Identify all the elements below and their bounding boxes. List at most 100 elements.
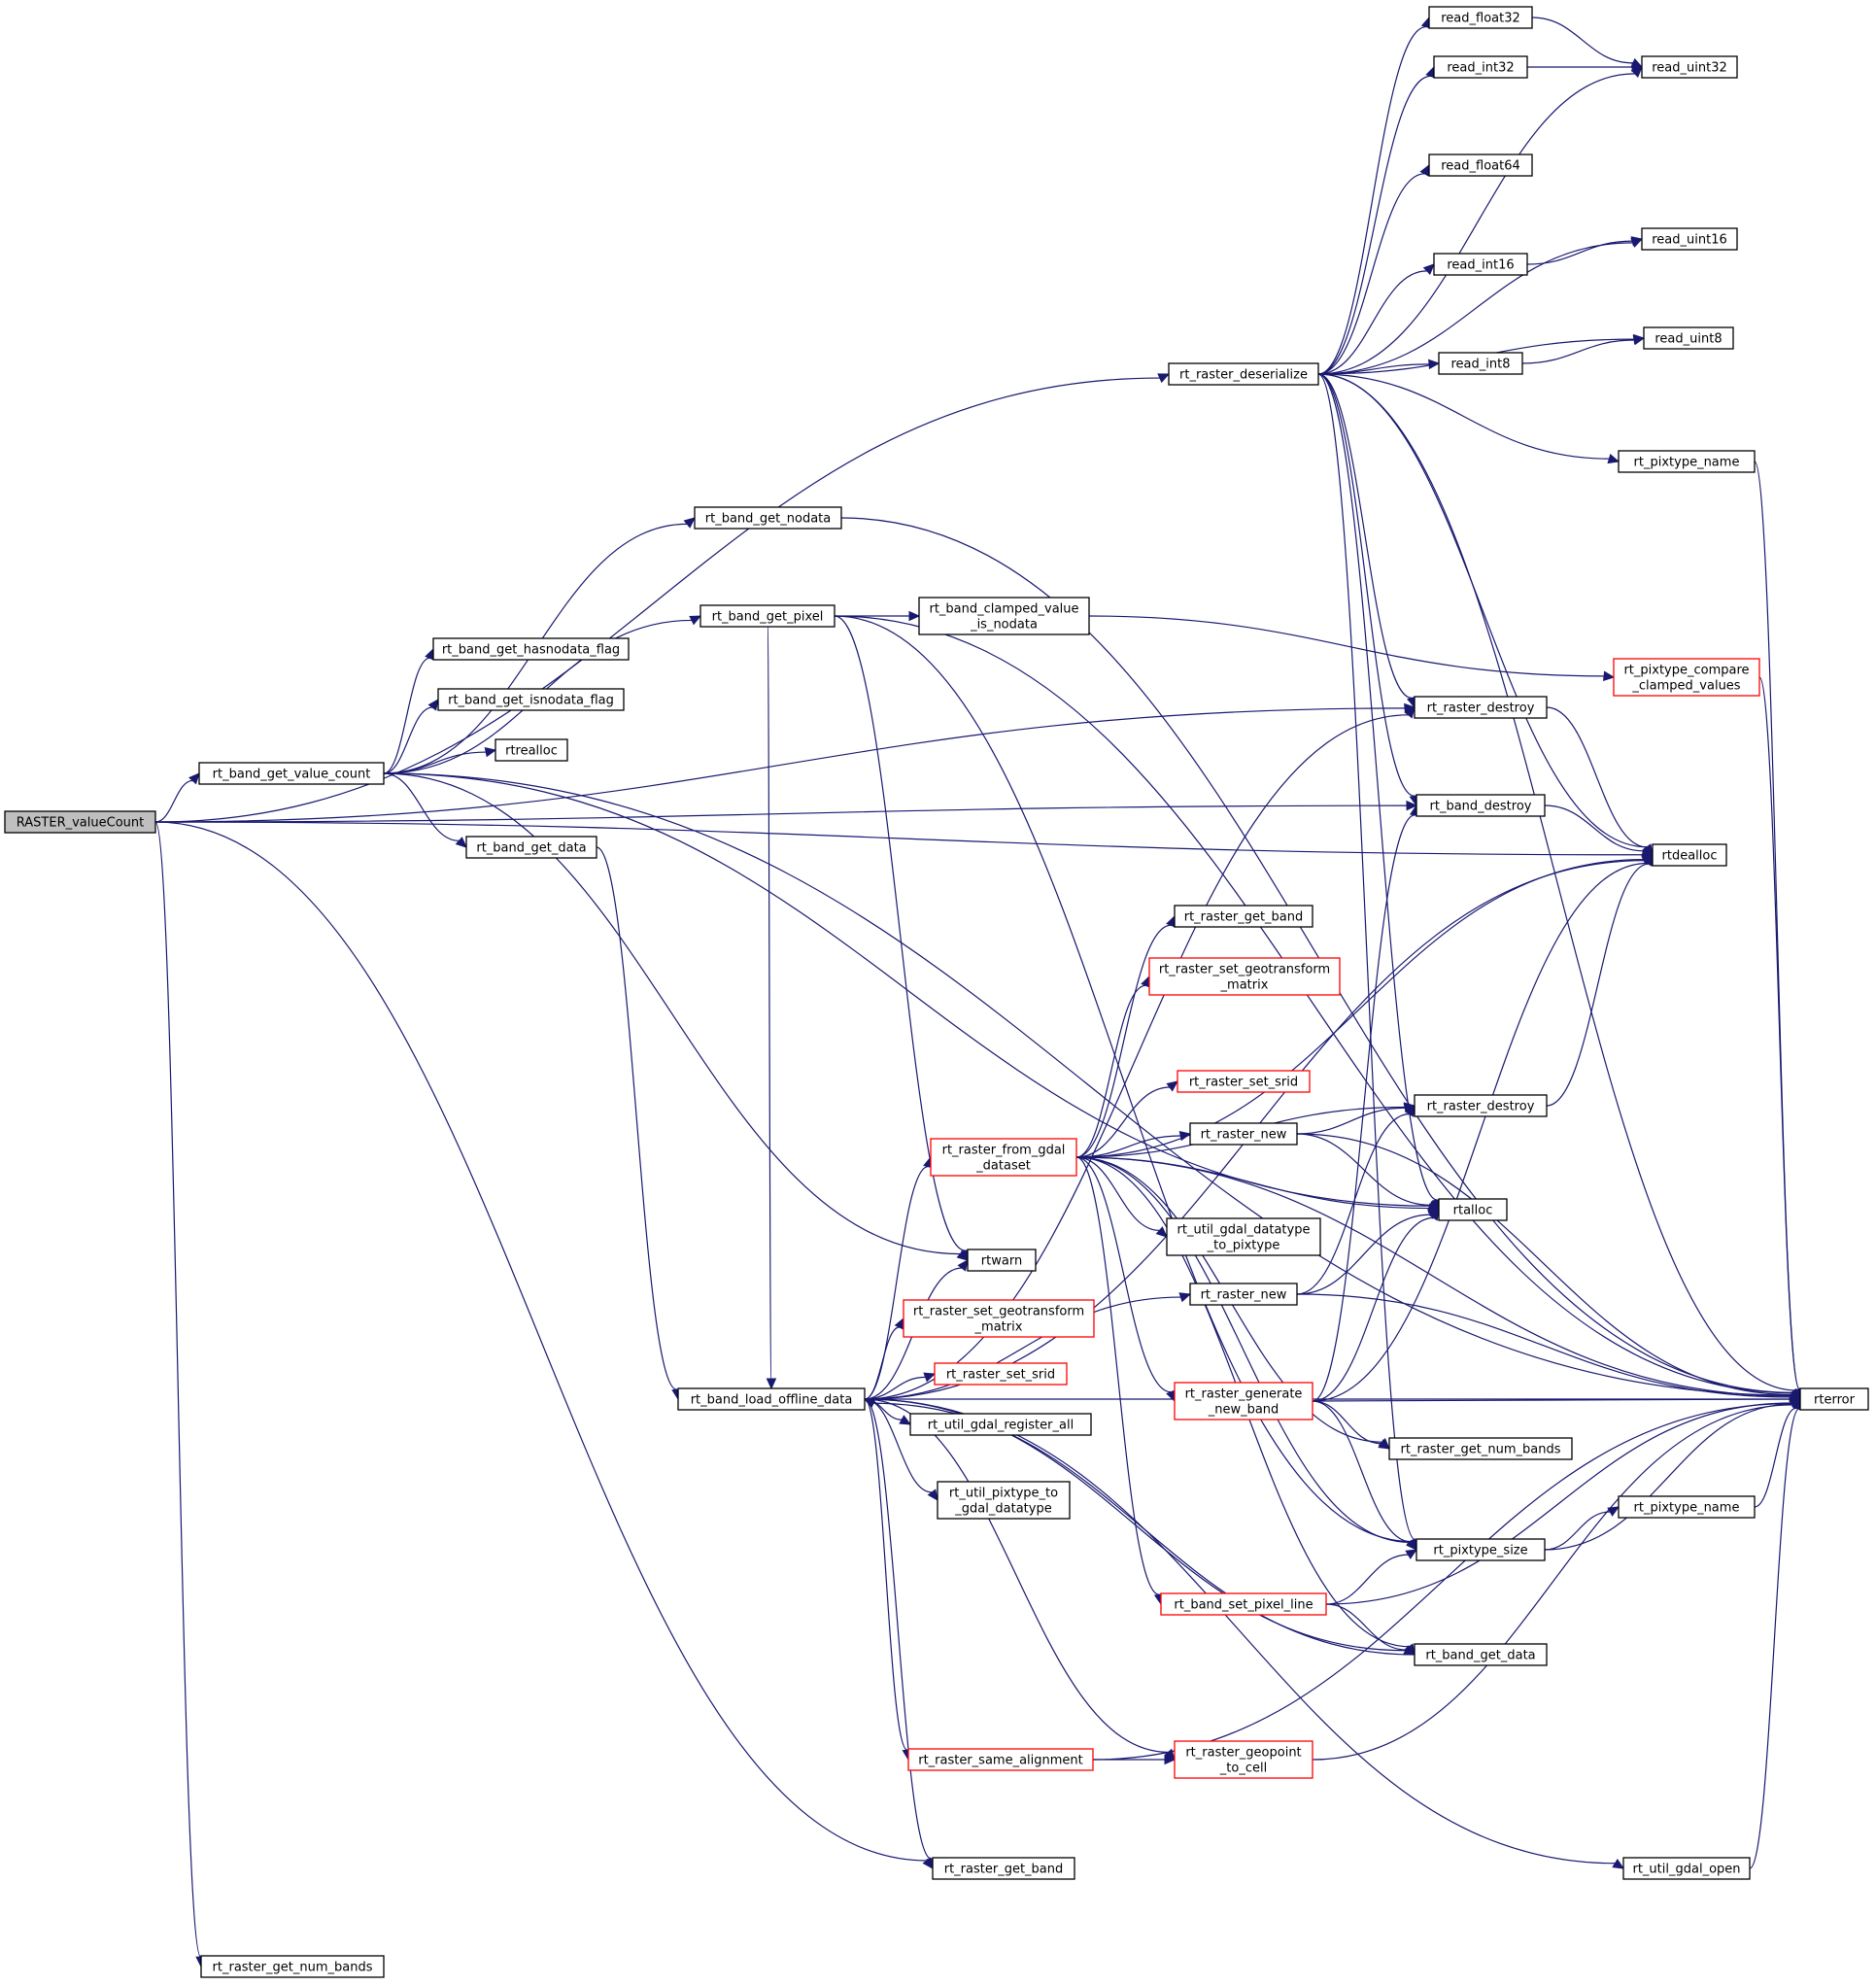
node-box[interactable] bbox=[1148, 957, 1341, 996]
node-rt_raster_get_num_bands_2[interactable]: rt_raster_get_num_bands bbox=[1388, 1437, 1573, 1460]
node-rt_band_get_isnodata_flag[interactable]: rt_band_get_isnodata_flag bbox=[437, 688, 625, 711]
node-box[interactable] bbox=[967, 1249, 1037, 1272]
node-box[interactable] bbox=[699, 604, 836, 628]
node-rt_raster_set_srid_1[interactable]: rt_raster_set_srid bbox=[1177, 1070, 1311, 1093]
node-rt_raster_get_num_bands_1[interactable]: rt_raster_get_num_bands bbox=[200, 1955, 385, 1978]
node-rt_pixtype_name_2[interactable]: rt_pixtype_name bbox=[1618, 1495, 1756, 1519]
node-box[interactable] bbox=[1641, 55, 1738, 79]
node-box[interactable] bbox=[907, 1748, 1094, 1771]
node-box[interactable] bbox=[1438, 352, 1523, 375]
node-box[interactable] bbox=[200, 1955, 385, 1978]
node-rt_band_get_hasnodata_flag[interactable]: rt_band_get_hasnodata_flag bbox=[432, 637, 630, 661]
node-read_float64[interactable]: read_float64 bbox=[1428, 154, 1533, 177]
node-box[interactable] bbox=[1433, 55, 1528, 79]
node-rt_raster_destroy_2[interactable]: rt_raster_destroy bbox=[1414, 1094, 1548, 1117]
node-box[interactable] bbox=[1622, 1857, 1751, 1880]
node-box[interactable] bbox=[1652, 843, 1727, 867]
node-box[interactable] bbox=[4, 810, 156, 834]
node-box[interactable] bbox=[465, 836, 597, 859]
node-rt_band_clamped_value_is_nodata[interactable]: rt_band_clamped_value_is_nodata bbox=[918, 597, 1090, 635]
node-box[interactable] bbox=[1189, 1122, 1298, 1146]
node-rterror[interactable]: rterror bbox=[1799, 1387, 1869, 1411]
node-rt_band_get_value_count[interactable]: rt_band_get_value_count bbox=[198, 762, 385, 785]
node-read_uint8[interactable]: read_uint8 bbox=[1643, 326, 1734, 350]
node-box[interactable] bbox=[918, 597, 1090, 635]
node-box[interactable] bbox=[1414, 696, 1548, 719]
node-rt_raster_deserialize[interactable]: rt_raster_deserialize bbox=[1168, 362, 1319, 386]
node-box[interactable] bbox=[1416, 794, 1546, 817]
node-read_float32[interactable]: read_float32 bbox=[1428, 6, 1533, 29]
node-box[interactable] bbox=[1433, 253, 1528, 276]
node-rt_raster_generate_new_band[interactable]: rt_raster_generate_new_band bbox=[1174, 1382, 1313, 1420]
node-rt_band_get_data_2[interactable]: rt_band_get_data bbox=[1414, 1643, 1548, 1666]
node-rt_raster_destroy_1[interactable]: rt_raster_destroy bbox=[1414, 696, 1548, 719]
node-rt_band_set_pixel_line[interactable]: rt_band_set_pixel_line bbox=[1160, 1592, 1327, 1616]
node-box[interactable] bbox=[1174, 905, 1313, 928]
node-box[interactable] bbox=[934, 1362, 1068, 1386]
node-rt_band_get_nodata[interactable]: rt_band_get_nodata bbox=[694, 506, 842, 530]
node-rt_util_gdal_register_all[interactable]: rt_util_gdal_register_all bbox=[909, 1413, 1092, 1436]
node-rt_raster_set_geotransform_matrix_2[interactable]: rt_raster_set_geotransform_matrix bbox=[903, 1299, 1095, 1338]
node-raster_valuecount[interactable]: RASTER_valueCount bbox=[4, 810, 156, 834]
node-rt_band_load_offline_data[interactable]: rt_band_load_offline_data bbox=[677, 1387, 866, 1411]
node-rt_util_pixtype_to_gdal_datatype[interactable]: rt_util_pixtype_to_gdal_datatype bbox=[937, 1481, 1071, 1520]
node-rt_raster_get_band_1[interactable]: rt_raster_get_band bbox=[1174, 905, 1313, 928]
node-rtrealloc[interactable]: rtrealloc bbox=[495, 738, 568, 762]
node-read_int32[interactable]: read_int32 bbox=[1433, 55, 1528, 79]
node-rt_raster_set_geotransform_matrix_1[interactable]: rt_raster_set_geotransform_matrix bbox=[1148, 957, 1341, 996]
node-rt_raster_set_srid_2[interactable]: rt_raster_set_srid bbox=[934, 1362, 1068, 1386]
node-rt_band_destroy[interactable]: rt_band_destroy bbox=[1416, 794, 1546, 817]
node-box[interactable] bbox=[1428, 6, 1533, 29]
node-box[interactable] bbox=[1641, 227, 1738, 251]
node-rt_raster_get_band_2[interactable]: rt_raster_get_band bbox=[932, 1857, 1075, 1880]
node-rt_raster_from_gdal_dataset[interactable]: rt_raster_from_gdal_dataset bbox=[930, 1138, 1077, 1177]
node-box[interactable] bbox=[1189, 1283, 1298, 1306]
node-box[interactable] bbox=[694, 506, 842, 530]
node-box[interactable] bbox=[1168, 362, 1319, 386]
node-box[interactable] bbox=[437, 688, 625, 711]
node-rt_band_get_pixel[interactable]: rt_band_get_pixel bbox=[699, 604, 836, 628]
node-rt_pixtype_name_1[interactable]: rt_pixtype_name bbox=[1618, 450, 1756, 473]
node-box[interactable] bbox=[1388, 1437, 1573, 1460]
node-box[interactable] bbox=[903, 1299, 1095, 1338]
node-rt_band_get_data_1[interactable]: rt_band_get_data bbox=[465, 836, 597, 859]
node-rt_raster_new_1[interactable]: rt_raster_new bbox=[1189, 1122, 1298, 1146]
node-box[interactable] bbox=[909, 1413, 1092, 1436]
node-read_uint16[interactable]: read_uint16 bbox=[1641, 227, 1738, 251]
node-box[interactable] bbox=[1174, 1740, 1313, 1779]
node-box[interactable] bbox=[1799, 1387, 1869, 1411]
node-box[interactable] bbox=[1438, 1198, 1508, 1221]
node-box[interactable] bbox=[1166, 1217, 1321, 1256]
node-box[interactable] bbox=[1416, 1538, 1546, 1561]
node-box[interactable] bbox=[1174, 1382, 1313, 1420]
node-read_uint32[interactable]: read_uint32 bbox=[1641, 55, 1738, 79]
node-read_int8[interactable]: read_int8 bbox=[1438, 352, 1523, 375]
node-rt_raster_same_alignment[interactable]: rt_raster_same_alignment bbox=[907, 1748, 1094, 1771]
node-rt_pixtype_size[interactable]: rt_pixtype_size bbox=[1416, 1538, 1546, 1561]
node-box[interactable] bbox=[432, 637, 630, 661]
node-rt_raster_geopoint_to_cell[interactable]: rt_raster_geopoint_to_cell bbox=[1174, 1740, 1313, 1779]
node-box[interactable] bbox=[1618, 450, 1756, 473]
node-box[interactable] bbox=[1177, 1070, 1311, 1093]
node-box[interactable] bbox=[1643, 326, 1734, 350]
node-box[interactable] bbox=[932, 1857, 1075, 1880]
node-box[interactable] bbox=[1428, 154, 1533, 177]
node-box[interactable] bbox=[1613, 658, 1760, 697]
node-rt_util_gdal_open[interactable]: rt_util_gdal_open bbox=[1622, 1857, 1751, 1880]
node-rtwarn[interactable]: rtwarn bbox=[967, 1249, 1037, 1272]
node-rtalloc[interactable]: rtalloc bbox=[1438, 1198, 1508, 1221]
node-box[interactable] bbox=[1160, 1592, 1327, 1616]
node-box[interactable] bbox=[937, 1481, 1071, 1520]
node-box[interactable] bbox=[1414, 1643, 1548, 1666]
node-read_int16[interactable]: read_int16 bbox=[1433, 253, 1528, 276]
node-box[interactable] bbox=[198, 762, 385, 785]
node-rt_pixtype_compare_clamped_values[interactable]: rt_pixtype_compare_clamped_values bbox=[1613, 658, 1760, 697]
node-box[interactable] bbox=[930, 1138, 1077, 1177]
node-box[interactable] bbox=[677, 1387, 866, 1411]
node-box[interactable] bbox=[1618, 1495, 1756, 1519]
node-box[interactable] bbox=[1414, 1094, 1548, 1117]
node-rtdealloc[interactable]: rtdealloc bbox=[1652, 843, 1727, 867]
node-box[interactable] bbox=[495, 738, 568, 762]
node-rt_raster_new_2[interactable]: rt_raster_new bbox=[1189, 1283, 1298, 1306]
node-rt_util_gdal_datatype_to_pixtype[interactable]: rt_util_gdal_datatype_to_pixtype bbox=[1166, 1217, 1321, 1256]
